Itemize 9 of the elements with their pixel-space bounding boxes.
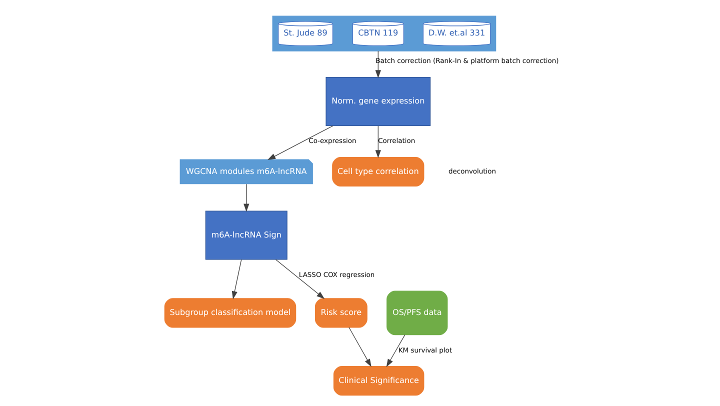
- arrow: [243, 184, 249, 212]
- arrow: [231, 259, 242, 300]
- arrow: [374, 126, 380, 158]
- cluster: [272, 16, 496, 52]
- arrow: [374, 50, 380, 78]
- arrow: [266, 125, 333, 160]
- arrow: [348, 327, 371, 368]
- arrow: [386, 334, 405, 368]
- arrow: [275, 259, 324, 299]
